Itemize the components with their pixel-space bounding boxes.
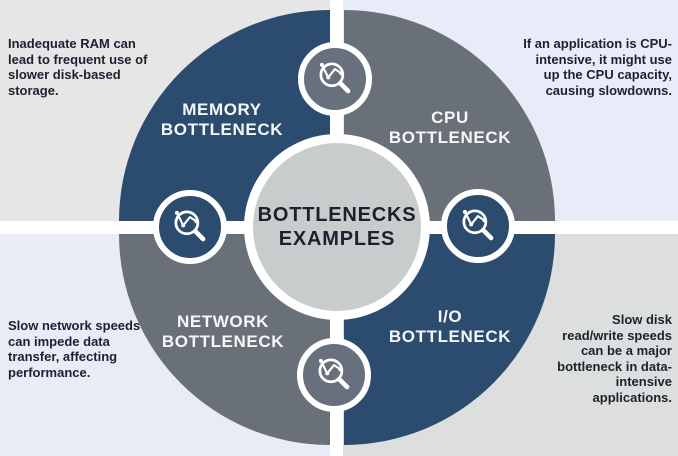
magnifier-chart-icon [174,210,206,242]
label-memory-line2: BOTTLENECK [160,120,284,139]
label-cpu-line1: CPU [431,108,469,127]
label-cpu-line2: BOTTLENECK [388,128,512,147]
diagram-title: BOTTLENECKS EXAMPLES [258,203,417,251]
label-network-line1: NETWORK [176,312,270,331]
magnifier-chart-icon [319,62,351,94]
label-memory-bottleneck: MEMORY BOTTLENECK [132,100,312,140]
center-circle-inner: BOTTLENECKS EXAMPLES [253,143,421,311]
diagram-title-line2: EXAMPLES [278,228,396,250]
center-circle: BOTTLENECKS EXAMPLES [244,134,430,320]
label-io-line1: I/O [437,307,463,326]
diagram-title-line1: BOTTLENECKS [257,204,417,226]
note-cpu: If an application is CPU-intensive, it m… [523,36,672,98]
icon-badge-left [153,190,227,264]
label-cpu-bottleneck: CPU BOTTLENECK [360,108,540,148]
icon-badge-right [441,189,515,263]
icon-badge-bottom [297,338,371,412]
magnifier-chart-icon [462,209,494,241]
label-memory-line1: MEMORY [182,100,262,119]
label-network-bottleneck: NETWORK BOTTLENECK [133,312,313,352]
label-io-bottleneck: I/O BOTTLENECK [360,307,540,347]
magnifier-chart-icon [318,358,350,390]
label-io-line2: BOTTLENECK [388,327,512,346]
label-network-line2: BOTTLENECK [161,332,285,351]
icon-badge-top [298,42,372,116]
